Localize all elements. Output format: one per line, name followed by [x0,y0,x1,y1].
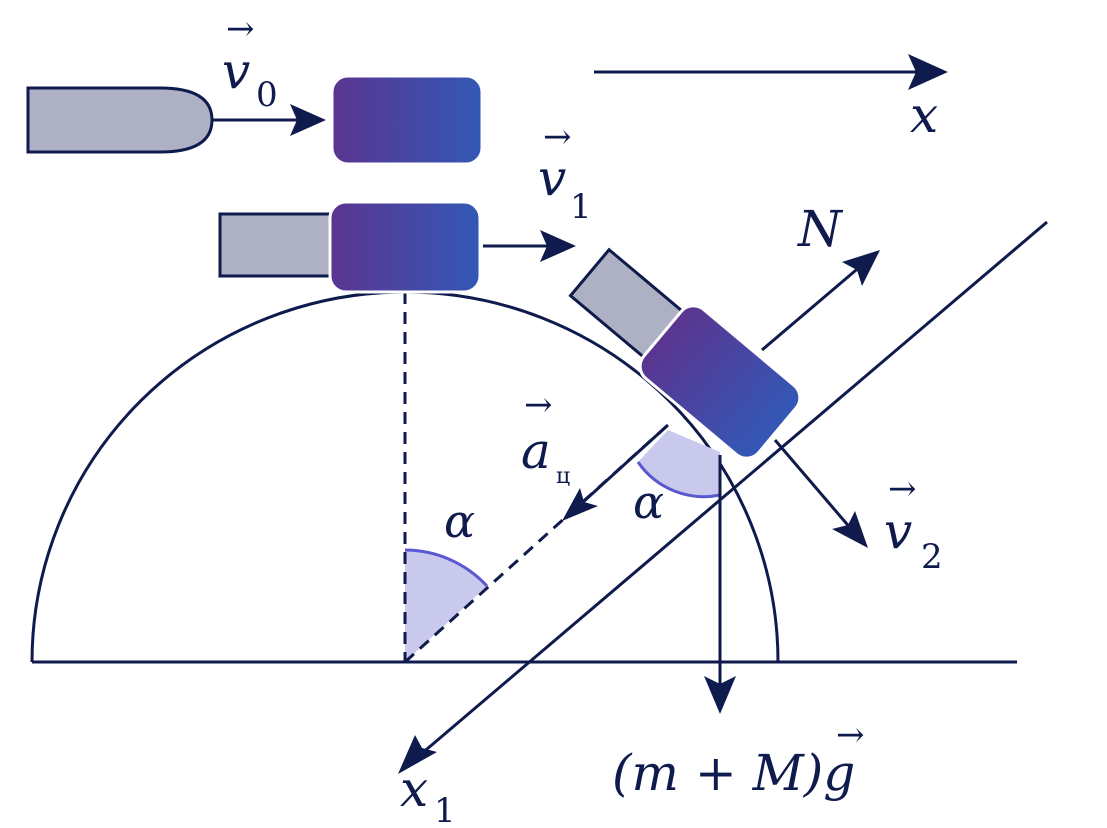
alpha-block-label: α [633,475,664,529]
v0-label: v [222,42,250,100]
x1-subscript: 1 [434,791,456,828]
accel-vector-mark: → [524,385,553,425]
v0-arrowhead [290,104,326,136]
gravity-label: (m + M)g [612,744,855,802]
block-initial [330,74,484,166]
x-axis-label: x [910,86,938,144]
x1-axis-label: x [400,760,428,818]
center-angle-sector [405,550,487,662]
bullet-initial [26,86,214,154]
x1-axis-line [419,220,1048,757]
v2-arrowhead [832,511,868,548]
accel-arrowhead [562,488,598,521]
bullet-embedded [218,212,342,278]
accel-subscript: ц [556,464,570,489]
v2-vector-mark: → [888,469,917,509]
v2-arrow-line [773,439,854,531]
v0-subscript: 0 [256,75,278,115]
x1-axis-arrowhead [398,735,437,774]
accel-arrow-line [580,423,670,505]
gravity-vector-mark: → [836,715,865,755]
v1-subscript: 1 [570,187,592,227]
normal-arrow-line [761,263,863,352]
block-body-on-slope [638,304,802,460]
x-axis-arrowhead [908,54,948,90]
block-after-impact [328,200,482,294]
center-angle-arc [404,548,489,588]
v1-label: v [538,149,566,207]
alpha-center-label: α [444,494,475,548]
v2-subscript: 2 [921,537,943,577]
v1-arrowhead [540,230,576,262]
normal-force-label: N [797,200,844,258]
v0-vector-mark: → [226,9,255,49]
accel-label: a [521,422,551,480]
block-angle-sector [638,430,720,497]
block-on-slope [568,247,802,460]
v2-label: v [884,502,912,560]
gravity-arrowhead [704,676,736,714]
v1-vector-mark: → [543,117,572,157]
block-angle-arc [636,461,721,499]
normal-arrowhead [842,250,880,286]
